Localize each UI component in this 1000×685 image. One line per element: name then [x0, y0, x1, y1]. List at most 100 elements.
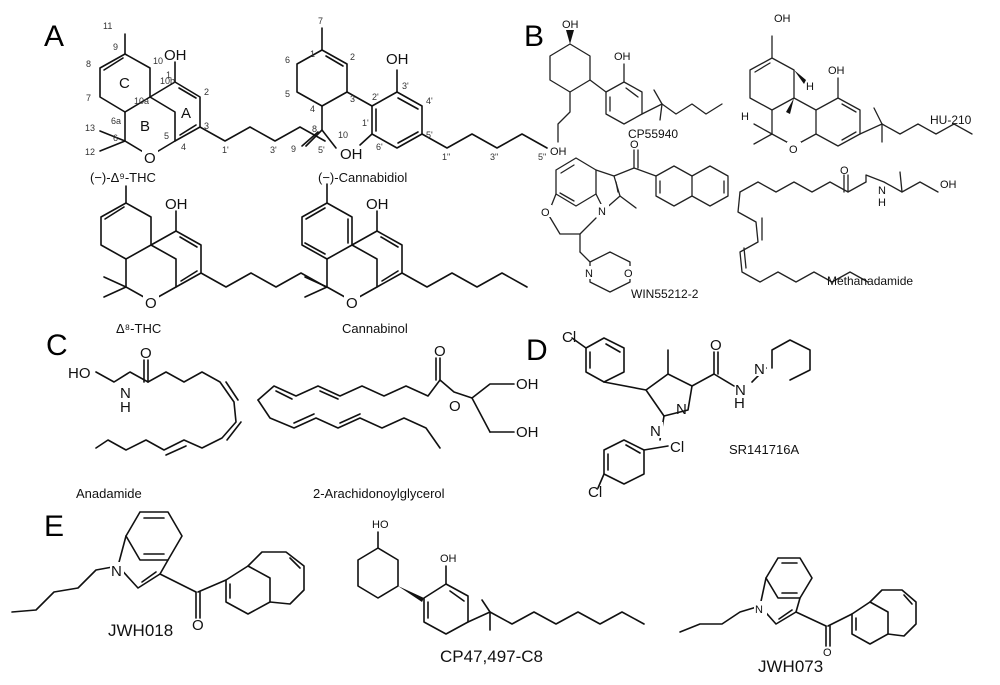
svg-text:5: 5 — [164, 131, 169, 141]
svg-text:3: 3 — [204, 121, 209, 131]
svg-text:8: 8 — [312, 124, 317, 134]
svg-text:6': 6' — [376, 142, 383, 152]
compound-name-hu210: HU-210 — [930, 113, 972, 127]
compound-name-jwh018: JWH018 — [108, 621, 173, 640]
atom-o: O — [840, 165, 849, 177]
svg-text:7: 7 — [86, 93, 91, 103]
atom-o: O — [346, 295, 358, 312]
svg-text:6: 6 — [285, 55, 290, 65]
structure-anadamide: HO N H O Anadamide — [68, 345, 242, 501]
atom-o: O — [710, 337, 722, 354]
svg-text:5": 5" — [538, 152, 546, 162]
structure-cp55940: OH OH OH CP55940 — [549, 19, 723, 158]
structure-jwh018: N O JWH018 — [11, 511, 305, 640]
svg-text:4: 4 — [181, 142, 186, 152]
atom-oh: OH — [614, 51, 631, 63]
compound-name-cannabidiol: (−)-Cannabidiol — [318, 170, 407, 185]
atom-n: N — [585, 268, 593, 280]
atom-oh: OH — [440, 553, 457, 565]
atom-oh: OH — [516, 376, 539, 393]
atom-h: H — [741, 111, 749, 123]
svg-text:3': 3' — [270, 145, 277, 155]
atom-o: O — [145, 295, 157, 312]
atom-n: N — [878, 185, 886, 197]
ring-label-b: B — [140, 118, 150, 135]
atom-oh: OH — [164, 47, 187, 64]
atom-numbering: 11 9 10 8 7 10a 10b 1 2 6a 3 13 6 5 4 12… — [85, 21, 325, 157]
atom-ho: HO — [68, 365, 91, 382]
svg-text:1': 1' — [362, 118, 369, 128]
compound-name-cp47497-c8: CP47,497-C8 — [440, 647, 543, 666]
svg-text:7: 7 — [318, 16, 323, 26]
atom-o: O — [449, 398, 461, 415]
compound-name-jwh073: JWH073 — [758, 657, 823, 676]
svg-text:3": 3" — [490, 152, 498, 162]
structure-hu210: OH OH H H O HU-210 — [741, 13, 973, 156]
atom-o: O — [789, 144, 798, 156]
atom-o: O — [144, 150, 156, 167]
structure-cannabidiol: OH OH 7 1 2 6 3 5 4 8 10 9 2' 3' 4' 1' 6… — [285, 16, 548, 185]
svg-text:13: 13 — [85, 123, 95, 133]
compound-name-sr141716a: SR141716A — [729, 442, 799, 457]
svg-text:9: 9 — [291, 144, 296, 154]
atom-h: H — [806, 81, 814, 93]
panel-letter-d: D — [526, 334, 548, 367]
atom-n: N — [111, 563, 122, 580]
svg-text:3': 3' — [402, 81, 409, 91]
compound-name-delta8-thc: Δ⁸-THC — [116, 321, 161, 336]
svg-text:6: 6 — [113, 133, 118, 143]
atom-cl: Cl — [562, 329, 576, 346]
atom-n: N — [120, 385, 131, 402]
atom-h: H — [878, 197, 886, 209]
atom-n: N — [735, 382, 746, 399]
structure-jwh073: N O JWH073 — [679, 557, 917, 676]
compound-name-anadamide: Anadamide — [76, 486, 142, 501]
ring-label-c: C — [119, 75, 130, 92]
panel-letter-e: E — [44, 510, 64, 543]
atom-numbering: 7 1 2 6 3 5 4 8 10 9 2' 3' 4' 1' 6' 5' 1… — [285, 16, 546, 162]
atom-h: H — [734, 395, 745, 412]
structure-cannabinol: OH O Cannabinol — [301, 183, 528, 336]
atom-cl: Cl — [670, 439, 684, 456]
panel-letter-b: B — [524, 20, 544, 53]
atom-oh: OH — [386, 51, 409, 68]
atom-n: N — [676, 401, 687, 418]
atom-o: O — [630, 139, 639, 151]
structure-delta9-thc: OH O C B A 11 9 10 8 7 10a 10b 1 2 6a 3 … — [85, 21, 326, 185]
svg-text:5': 5' — [426, 130, 433, 140]
svg-text:10a: 10a — [134, 96, 149, 106]
svg-text:11: 11 — [103, 21, 112, 31]
atom-oh: OH — [940, 179, 957, 191]
panel-e: E N O JWH018 — [11, 510, 917, 676]
panel-d: D Cl O N H N N — [526, 329, 811, 501]
panel-c: C HO N H O Anadamide — [46, 329, 539, 501]
svg-text:12: 12 — [85, 147, 95, 157]
svg-text:10b: 10b — [160, 76, 175, 86]
atom-o: O — [624, 268, 633, 280]
structure-2-ag: O O OH OH 2-Arachidonoylglycerol — [257, 343, 539, 501]
svg-text:2: 2 — [350, 52, 355, 62]
atom-o: O — [541, 207, 550, 219]
svg-text:4: 4 — [310, 104, 315, 114]
compound-name-delta9-thc: (−)-Δ⁹-THC — [90, 170, 156, 185]
svg-text:1': 1' — [222, 145, 229, 155]
compound-name-cp55940: CP55940 — [628, 127, 678, 141]
atom-oh: OH — [562, 19, 579, 31]
compound-name-cannabinol: Cannabinol — [342, 321, 408, 336]
structure-cp47497-c8: HO OH CP47,497-C8 — [357, 519, 645, 666]
atom-oh: OH — [165, 196, 188, 213]
compound-name-win55212-2: WIN55212-2 — [631, 287, 699, 301]
atom-oh: OH — [828, 65, 845, 77]
atom-ho: HO — [372, 519, 389, 531]
structure-delta8-thc: OH O Δ⁸-THC — [100, 185, 327, 336]
atom-n: N — [754, 361, 765, 378]
svg-text:9: 9 — [113, 42, 118, 52]
atom-h: H — [120, 399, 131, 416]
atom-oh: OH — [774, 13, 791, 25]
svg-text:5': 5' — [318, 145, 325, 155]
panel-a: A OH O C B A 11 9 — [44, 16, 548, 336]
svg-text:2': 2' — [372, 92, 379, 102]
compound-name-methanadamide: Methanadamide — [827, 274, 913, 288]
